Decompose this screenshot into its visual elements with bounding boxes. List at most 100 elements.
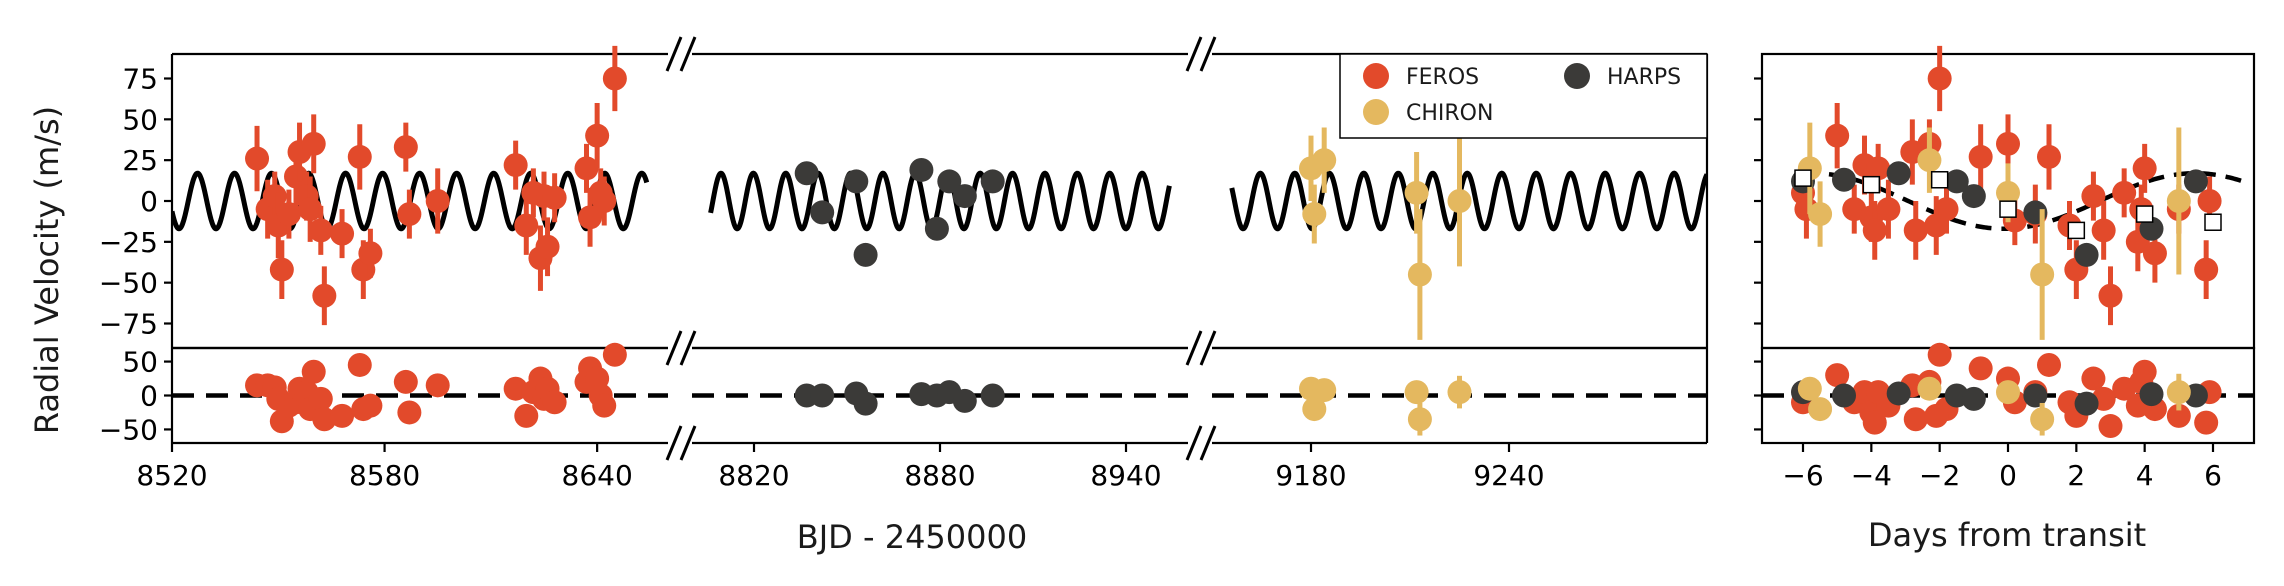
y-tick-label: 75	[122, 63, 158, 96]
axis-break-mark	[1199, 425, 1217, 461]
phase-chiron-point	[1808, 202, 1833, 227]
x-tick-label: 8940	[1090, 459, 1161, 492]
phase-feros-point	[2081, 184, 2106, 209]
phase-chiron-residual-point	[1996, 380, 2020, 405]
phase-feros-point	[1927, 66, 1952, 91]
phase-harps-point	[1944, 169, 1969, 194]
phase-feros-residual-point	[1968, 356, 1993, 381]
axis-break-mark	[665, 330, 683, 366]
phase-feros-residual-point	[2037, 352, 2061, 377]
phase-feros-point	[2142, 241, 2167, 266]
phase-feros-point	[2194, 257, 2219, 282]
y-tick-label: 0	[140, 380, 158, 413]
feros-point	[330, 221, 355, 246]
phase-chiron-residual-point	[2030, 407, 2055, 432]
x-tick-label: 8520	[136, 459, 207, 492]
feros-point	[585, 123, 610, 148]
phase-harps-residual-point	[1961, 386, 1986, 411]
feros-point	[347, 144, 372, 169]
phase-feros-point	[2112, 180, 2137, 205]
x-tick-label: 0	[1999, 459, 2017, 492]
phase-harps-point	[2074, 242, 2099, 267]
feros-point	[269, 257, 294, 282]
phase-feros-residual-point	[2166, 403, 2191, 428]
x-tick-label: 4	[2136, 459, 2154, 492]
feros-point	[298, 197, 323, 222]
y-tick-label: −50	[99, 267, 158, 300]
legend-marker-harps	[1564, 63, 1590, 89]
x-tick-label: 6	[2204, 459, 2222, 492]
binned-point	[2135, 205, 2154, 223]
legend-marker-feros	[1363, 63, 1389, 89]
axis-break-mark	[665, 36, 683, 72]
feros-point	[514, 213, 539, 238]
feros-point	[542, 185, 567, 210]
phase-feros-residual-point	[1924, 403, 1949, 428]
phase-harps-residual-point	[1886, 381, 1911, 406]
harps-point	[980, 169, 1005, 194]
model-curve	[1229, 170, 1707, 232]
x-tick-label: 8580	[349, 459, 420, 492]
legend-frame	[1339, 53, 1708, 139]
feros-point	[574, 156, 599, 181]
feros-point	[358, 241, 383, 266]
axis-break-mark	[679, 425, 697, 461]
phase-feros-point	[1825, 123, 1850, 148]
phase-harps-residual-point	[2074, 391, 2099, 416]
legend-label-feros: FEROS	[1406, 65, 1479, 90]
phase-feros-point	[2098, 283, 2123, 308]
feros-point	[301, 131, 326, 156]
phase-feros-point	[2197, 189, 2222, 213]
phase-feros-residual-point	[1825, 363, 1850, 388]
axis-break-mark	[1185, 425, 1203, 461]
phase-feros-point	[2037, 144, 2061, 169]
binned-point	[2204, 213, 2222, 231]
chiron-point	[1407, 262, 1432, 287]
feros-point	[535, 234, 560, 259]
x-axis-label: BJD - 2450000	[797, 518, 1027, 556]
harps-point	[794, 161, 819, 186]
feros-residual-point	[308, 386, 333, 411]
feros-point	[393, 135, 418, 160]
feros-residual-point	[592, 393, 617, 418]
x-tick-label: −2	[1919, 459, 1960, 492]
phase-feros-point	[1866, 156, 1891, 181]
feros-residual-point	[358, 393, 383, 418]
harps-residual-point	[853, 391, 878, 416]
phase-chiron-residual-point	[1808, 397, 1833, 422]
x-tick-label: 8820	[718, 459, 789, 492]
chiron-point	[1447, 189, 1472, 213]
chiron-point	[1312, 148, 1337, 173]
harps-residual-point	[810, 383, 835, 408]
chiron-residual-point	[1302, 397, 1327, 422]
phase-chiron-point	[1996, 180, 2020, 205]
harps-point	[844, 169, 869, 194]
axis-break-mark	[1185, 330, 1203, 366]
chiron-point	[1302, 202, 1327, 227]
feros-residual-point	[312, 407, 337, 432]
y-tick-label: −50	[99, 413, 158, 446]
harps-point	[810, 200, 835, 225]
x-tick-label: 2	[2067, 459, 2085, 492]
phase-feros-residual-point	[1903, 407, 1928, 432]
x-tick-label: −4	[1851, 459, 1892, 492]
feros-residual-point	[397, 400, 422, 425]
feros-residual-point	[301, 359, 326, 384]
feros-residual-point	[347, 352, 372, 377]
phase-harps-point	[1886, 161, 1911, 186]
legend-label-harps: HARPS	[1607, 65, 1681, 90]
phase-harps-point	[2183, 169, 2208, 194]
phase-chiron-point	[2166, 189, 2191, 213]
phase-feros-point	[2091, 218, 2116, 243]
x-tick-label: 8880	[904, 459, 975, 492]
feros-point	[397, 202, 422, 227]
phase-feros-point	[1862, 218, 1887, 243]
phase-chiron-point	[2030, 262, 2055, 287]
binned-point	[1794, 169, 1812, 187]
axis-break-mark	[679, 330, 697, 366]
harps-residual-point	[980, 383, 1005, 408]
model-curve	[708, 170, 1172, 232]
feros-residual-point	[503, 376, 528, 401]
x-axis-label-phase: Days from transit	[1868, 516, 2146, 554]
phase-harps-point	[1832, 167, 1856, 192]
